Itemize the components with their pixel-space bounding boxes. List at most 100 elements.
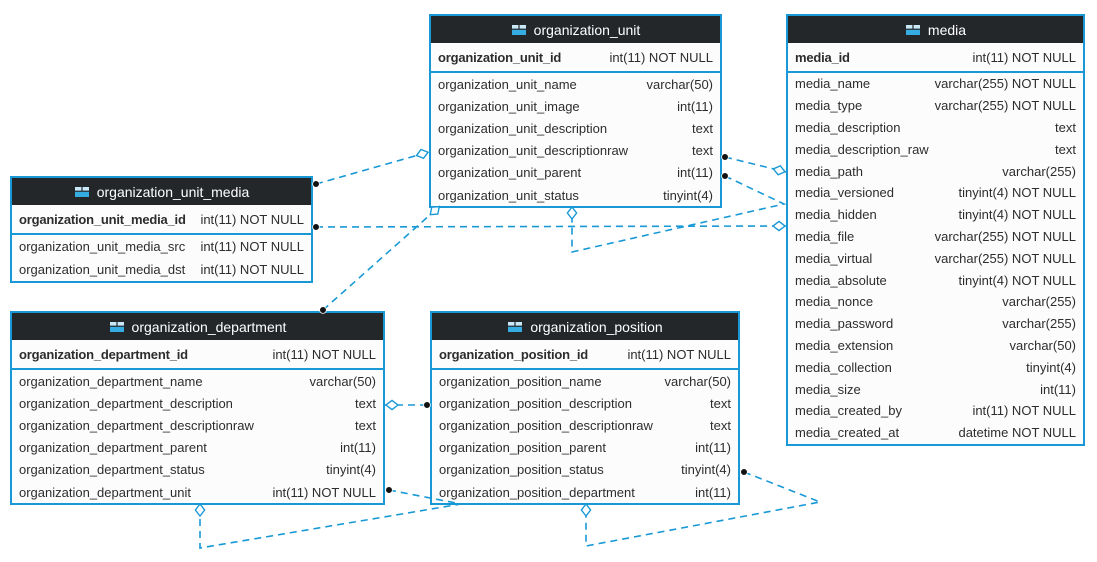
primary-key-name: organization_unit_id (438, 49, 562, 65)
rel-organization-unit-image-to-media[interactable] (724, 156, 787, 173)
table-title: organization_department (131, 318, 287, 335)
rel-unit-media-src-to-organization-unit[interactable] (315, 151, 430, 185)
column-name: media_created_by (795, 403, 902, 419)
primary-key-type: int(11) NOT NULL (609, 49, 713, 65)
table-title: organization_unit (533, 21, 641, 38)
rel-organization-position-department-to-department-diamond-end (384, 399, 400, 411)
primary-key-type: int(11) NOT NULL (200, 211, 304, 227)
primary-key-row: organization_unit_id int(11) NOT NULL (431, 43, 720, 73)
column-name: organization_position_status (439, 462, 604, 478)
column-name: organization_unit_media_src (19, 239, 186, 254)
rel-unit-media-dst-to-media[interactable] (315, 225, 787, 228)
primary-key-name: media_id (795, 49, 850, 65)
column-name: organization_department_status (19, 462, 205, 478)
rel-organization-department-parent-self-dot-end (385, 486, 393, 494)
column-type: varchar(50) (664, 373, 731, 389)
column-name: organization_unit_media_dst (19, 262, 186, 277)
table-organization_unit_media[interactable]: organization_unit_media organization_unit… (10, 176, 313, 283)
column-type: tinyint(4) NOT NULL (958, 185, 1076, 201)
column-row: media_description text (788, 117, 1083, 139)
column-name: media_size (795, 381, 861, 397)
table-organization_department[interactable]: organization_department organization_depa… (10, 311, 385, 506)
column-type: varchar(50) (646, 76, 713, 92)
table-icon (73, 185, 90, 198)
column-type: text (710, 395, 731, 411)
column-type: tinyint(4) (663, 187, 713, 203)
column-name: media_extension (795, 337, 894, 353)
column-name: organization_position_name (439, 373, 602, 389)
column-type: text (692, 120, 713, 136)
rel-organization-position-parent-self-dot-end (740, 468, 748, 476)
column-name: organization_unit_image (438, 98, 580, 114)
column-row: organization_department_status tinyint(4) (12, 459, 383, 481)
column-name: organization_department_descriptionraw (19, 417, 254, 433)
table-header[interactable]: organization_unit (431, 16, 720, 43)
table-icon (507, 320, 524, 333)
column-row: organization_unit_media_src int(11) NOT N… (12, 235, 311, 258)
column-type: tinyint(4) NOT NULL (958, 207, 1076, 223)
column-type: tinyint(4) (681, 462, 731, 478)
rel-unit-media-dst-to-media-diamond-end (771, 220, 787, 232)
rel-organization-department-unit-to-organization-unit[interactable] (322, 205, 441, 311)
column-type: int(11) NOT NULL (200, 239, 304, 254)
column-name: organization_department_name (19, 373, 203, 389)
column-type: int(11) (677, 165, 713, 181)
column-name: media_description (795, 119, 901, 135)
column-type: tinyint(4) (1026, 359, 1076, 375)
column-name: organization_department_description (19, 395, 233, 411)
table-header[interactable]: organization_position (432, 313, 738, 340)
rel-organization-unit-image-to-media-dot-end (721, 153, 729, 161)
column-type: text (710, 417, 731, 433)
column-name: media_type (795, 98, 863, 114)
column-type: tinyint(4) NOT NULL (958, 272, 1076, 288)
rel-organization-position-parent-self-diamond-end (580, 502, 592, 518)
column-type: int(11) (340, 440, 376, 456)
column-row: organization_unit_media_dst int(11) NOT N… (12, 258, 311, 281)
column-type: int(11) (695, 484, 731, 500)
primary-key-name: organization_unit_media_id (19, 211, 186, 227)
column-name: organization_unit_parent (438, 165, 582, 181)
column-type: int(11) (695, 440, 731, 456)
column-name: organization_position_descriptionraw (439, 417, 653, 433)
primary-key-type: int(11) NOT NULL (627, 346, 731, 362)
table-header[interactable]: organization_unit_media (12, 178, 311, 205)
column-type: tinyint(4) (326, 462, 376, 478)
column-type: text (1055, 119, 1076, 135)
column-type: int(11) NOT NULL (272, 484, 376, 500)
column-row: organization_position_descriptionraw text (432, 414, 738, 436)
column-type: text (692, 143, 713, 159)
rel-organization-department-parent-self-diamond-end (194, 502, 206, 518)
column-name: media_nonce (795, 294, 874, 310)
column-type: varchar(255) NOT NULL (934, 76, 1076, 92)
table-header[interactable]: media (788, 16, 1083, 43)
rel-organization-unit-parent-self-diamond-end (566, 205, 578, 221)
column-name: media_password (795, 316, 894, 332)
column-type: int(11) NOT NULL (972, 403, 1076, 419)
column-type: text (355, 417, 376, 433)
column-type: int(11) NOT NULL (200, 262, 304, 277)
table-title: media (927, 21, 967, 38)
primary-key-type: int(11) NOT NULL (272, 346, 376, 362)
table-header[interactable]: organization_department (12, 313, 383, 340)
column-type: varchar(50) (1009, 337, 1076, 353)
